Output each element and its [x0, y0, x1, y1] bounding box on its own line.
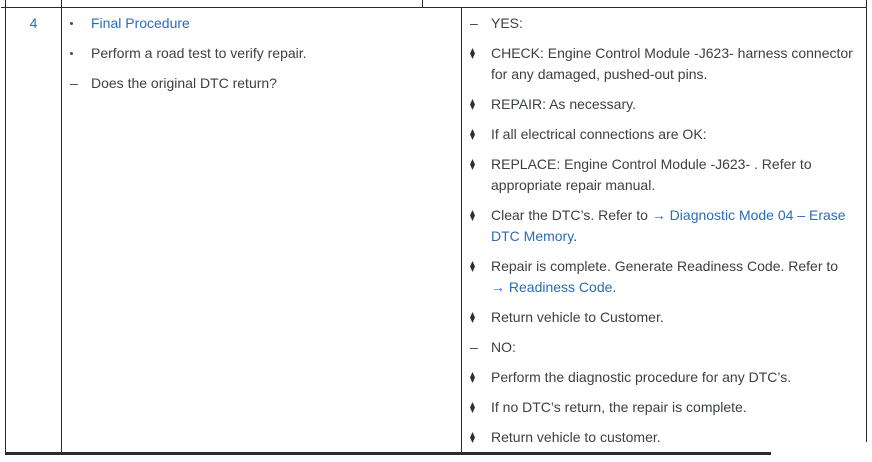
item-text: Does the original DTC return?: [91, 75, 277, 91]
diamond-bullet-icon: [462, 94, 491, 110]
step-number-cell: 4: [6, 8, 61, 34]
list-item: –YES:: [462, 13, 862, 34]
list-item: Perform a road test to verify repair.: [62, 43, 457, 64]
table-border-right: [866, 0, 867, 442]
item-content: Perform a road test to verify repair.: [91, 43, 457, 64]
item-content: Return vehicle to customer.: [491, 427, 862, 448]
list-item: CHECK: Engine Control Module -J623- harn…: [462, 43, 862, 85]
list-item: –Does the original DTC return?: [62, 73, 457, 94]
table-border-top: [1, 7, 867, 8]
item-text: CHECK: Engine Control Module -J623- harn…: [491, 45, 853, 82]
table-border-col2: [461, 8, 462, 453]
diamond-bullet-icon: [462, 397, 491, 413]
item-content: YES:: [491, 13, 862, 34]
reference-link[interactable]: → Readiness Code: [491, 279, 613, 295]
dot-bullet-icon: [62, 43, 91, 55]
diamond-bullet-icon: [462, 307, 491, 323]
item-text: YES:: [491, 15, 523, 31]
diamond-bullet-icon: [462, 154, 491, 170]
list-item: Final Procedure: [62, 13, 457, 34]
item-text: Perform the diagnostic procedure for any…: [491, 369, 792, 385]
dash-bullet-icon: –: [470, 339, 478, 355]
list-item: Perform the diagnostic procedure for any…: [462, 367, 862, 388]
dot-bullet-icon: [62, 13, 91, 25]
list-item: Return vehicle to customer.: [462, 427, 862, 448]
reference-link[interactable]: → Diagnostic Mode 04 – Erase DTC Memory: [491, 207, 846, 244]
table-border-left: [5, 0, 6, 453]
item-text: .: [612, 279, 617, 295]
diamond-bullet-icon: [462, 427, 491, 443]
item-content: Perform the diagnostic procedure for any…: [491, 367, 862, 388]
item-content: CHECK: Engine Control Module -J623- harn…: [491, 43, 862, 85]
item-text: Clear the DTC’s. Refer to: [491, 207, 652, 223]
diamond-bullet-icon: [462, 367, 491, 383]
item-text: Repair is complete. Generate Readiness C…: [491, 258, 839, 274]
diamond-bullet-icon: [462, 124, 491, 140]
item-text: If all electrical connections are OK:: [491, 126, 707, 142]
reference-link[interactable]: Final Procedure: [91, 15, 190, 31]
diamond-bullet-icon: [462, 205, 491, 221]
list-item: If no DTC’s return, the repair is comple…: [462, 397, 862, 418]
item-text: Perform a road test to verify repair.: [91, 45, 307, 61]
item-content: Return vehicle to Customer.: [491, 307, 862, 328]
item-content: Final Procedure: [91, 13, 457, 34]
item-content: REPAIR: As necessary.: [491, 94, 862, 115]
item-text: Return vehicle to Customer.: [491, 309, 664, 325]
dash-bullet-icon: –: [70, 75, 78, 91]
item-content: NO:: [491, 337, 862, 358]
list-item: REPAIR: As necessary.: [462, 94, 862, 115]
table-border-col1: [61, 0, 62, 453]
diamond-bullet-icon: [462, 43, 491, 59]
list-item: Clear the DTC’s. Refer to → Diagnostic M…: [462, 205, 862, 247]
list-item: If all electrical connections are OK:: [462, 124, 862, 145]
item-text: REPAIR: As necessary.: [491, 96, 636, 112]
item-text: NO:: [491, 339, 516, 355]
step-number: 4: [29, 15, 38, 31]
diamond-bullet-icon: [462, 256, 491, 272]
item-text: REPLACE: Engine Control Module -J623- . …: [491, 156, 812, 193]
item-text: .: [573, 228, 578, 244]
item-content: Does the original DTC return?: [91, 73, 457, 94]
item-content: If no DTC’s return, the repair is comple…: [491, 397, 862, 418]
list-item: Return vehicle to Customer.: [462, 307, 862, 328]
item-content: Clear the DTC’s. Refer to → Diagnostic M…: [491, 205, 862, 247]
item-text: Return vehicle to customer.: [491, 429, 661, 445]
item-content: REPLACE: Engine Control Module -J623- . …: [491, 154, 862, 196]
table-border-bottom: [5, 452, 771, 455]
list-item: REPLACE: Engine Control Module -J623- . …: [462, 154, 862, 196]
result-cell: –YES:CHECK: Engine Control Module -J623-…: [462, 8, 866, 457]
dash-bullet-icon: –: [470, 15, 478, 31]
list-item: –NO:: [462, 337, 862, 358]
table-border-previous-row: [422, 0, 423, 7]
item-text: If no DTC’s return, the repair is comple…: [491, 399, 747, 415]
item-content: Repair is complete. Generate Readiness C…: [491, 256, 862, 298]
list-item: Repair is complete. Generate Readiness C…: [462, 256, 862, 298]
item-content: If all electrical connections are OK:: [491, 124, 862, 145]
